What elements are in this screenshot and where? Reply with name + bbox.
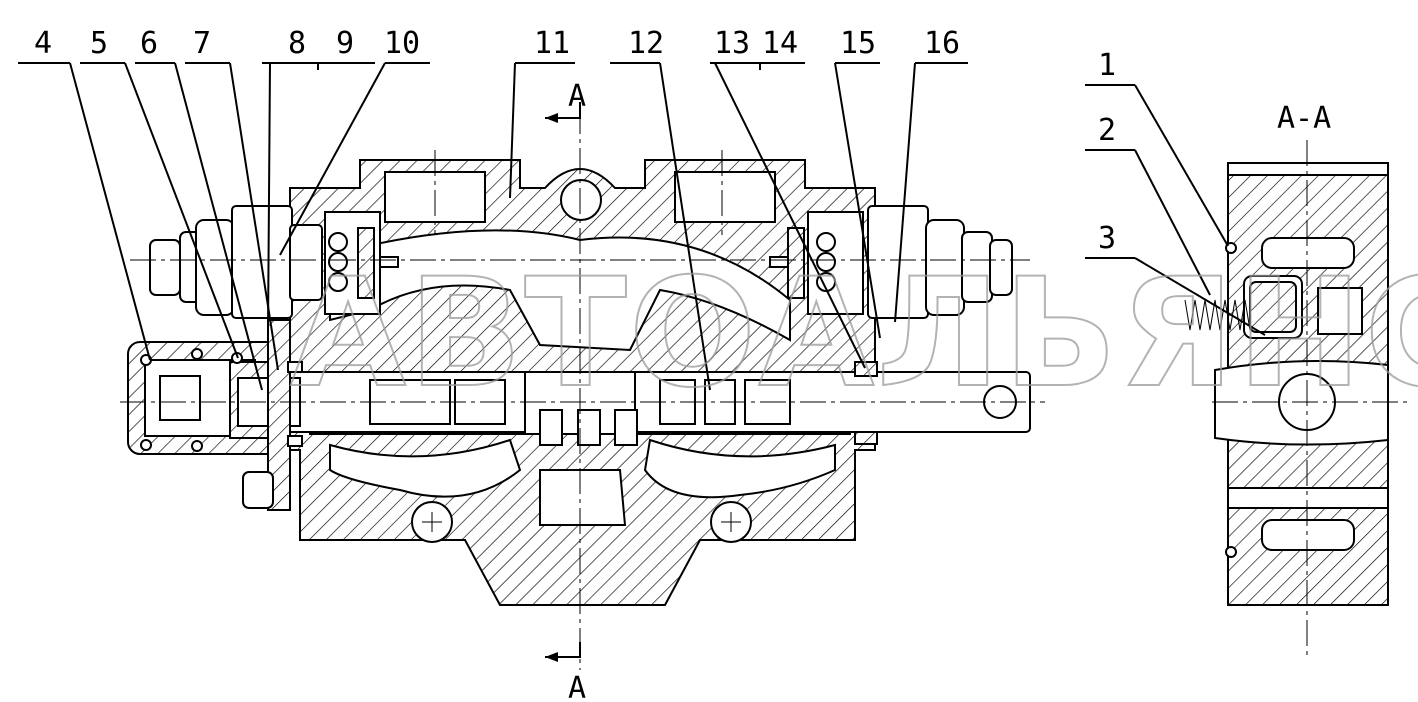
left-cap-assembly [127, 319, 303, 511]
aa-slot-top [1261, 237, 1355, 269]
right-nut-assembly [769, 205, 1013, 445]
lower-cavity-left [329, 438, 522, 498]
aa-spring [1184, 299, 1251, 331]
callout-12: 12 [628, 26, 664, 61]
section-view-title: A-A [1277, 101, 1331, 136]
callout-13: 13 [714, 26, 750, 61]
callout-7: 7 [193, 26, 211, 61]
callout-9: 9 [336, 26, 354, 61]
top-port-right [674, 171, 776, 223]
callout-2: 2 [1098, 113, 1116, 148]
watermark: АВТОАЛЬЯНС [290, 247, 1418, 421]
aa-slot-bottom [1261, 519, 1355, 551]
leader-lines [18, 62, 1266, 391]
callout-3: 3 [1098, 221, 1116, 256]
section-view-aa: A-A [1184, 101, 1408, 660]
body-hole-top [560, 179, 602, 221]
callout-11: 11 [534, 26, 570, 61]
center-lines [120, 108, 1045, 670]
lower-cavity-center [539, 469, 627, 526]
callout-15: 15 [840, 26, 876, 61]
section-marks: A A [545, 79, 586, 702]
callout-16: 16 [924, 26, 960, 61]
callout-4: 4 [34, 26, 52, 61]
callout-14: 14 [762, 26, 798, 61]
callout-1: 1 [1098, 48, 1116, 83]
lower-cavity-right [643, 438, 836, 499]
callout-8: 8 [288, 26, 306, 61]
section-mark-top: A [568, 79, 586, 114]
callout-10: 10 [384, 26, 420, 61]
callouts: 4 5 6 7 8 9 10 11 12 13 14 15 16 1 2 3 [34, 26, 1116, 256]
callout-5: 5 [90, 26, 108, 61]
section-mark-bottom: A [568, 671, 586, 702]
callout-6: 6 [140, 26, 158, 61]
